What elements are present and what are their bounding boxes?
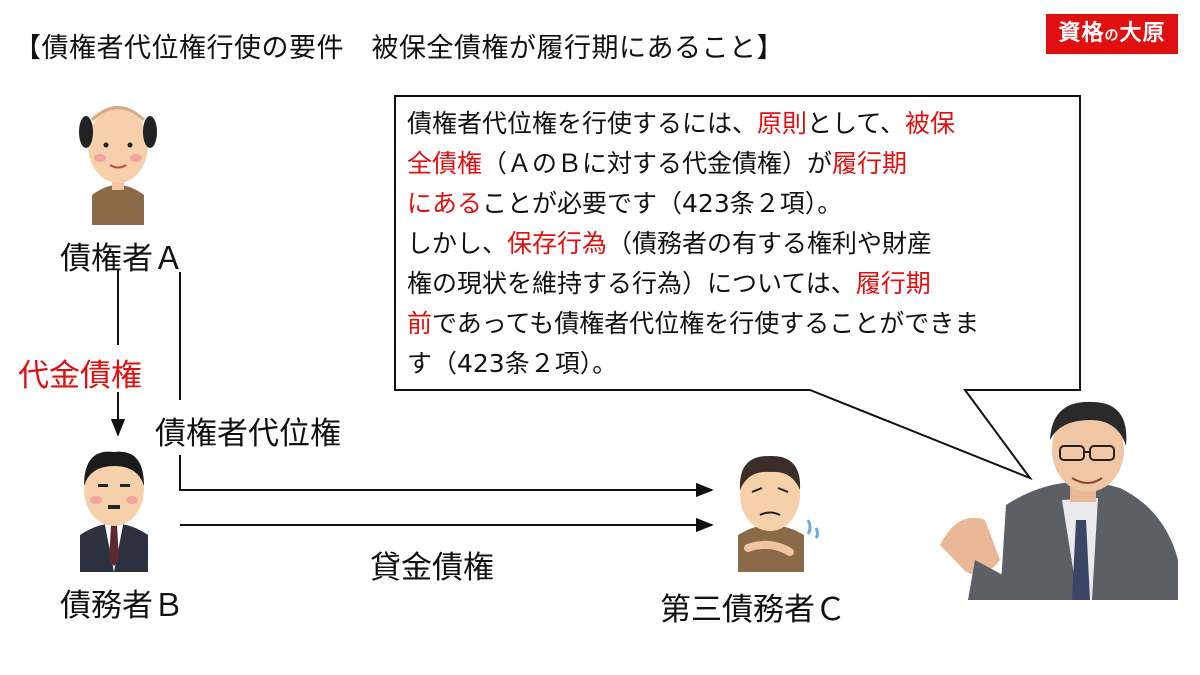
brand-logo: 資格の大原 bbox=[1046, 14, 1178, 54]
logo-text-main-2: 大原 bbox=[1119, 21, 1166, 46]
text-segment: す（423条２項）。 bbox=[407, 349, 618, 378]
highlight-before-due: 前 bbox=[407, 309, 433, 338]
text-segment: （ＡのＢに対する代金債権）が bbox=[482, 149, 833, 178]
explanation-line-2: 全債権（ＡのＢに対する代金債権）が履行期 bbox=[407, 144, 1057, 184]
explanation-text: 債権者代位権を行使するには、原則として、被保 全債権（ＡのＢに対する代金債権）が… bbox=[407, 104, 1057, 384]
label-loan-claim: 貸金債権 bbox=[370, 550, 494, 586]
label-third-debtor-c: 第三債務者Ｃ bbox=[660, 592, 846, 628]
third-debtor-c-illustration bbox=[738, 455, 819, 572]
speech-bubble bbox=[394, 95, 1081, 481]
arrow-subrogation-to-c bbox=[179, 455, 714, 498]
explanation-line-1: 債権者代位権を行使するには、原則として、被保 bbox=[407, 104, 1057, 144]
logo-text-main-1: 資格 bbox=[1058, 21, 1105, 46]
instructor-photo bbox=[940, 401, 1178, 600]
text-segment: （債務者の有する権利や財産 bbox=[607, 229, 933, 258]
logo-text-small: の bbox=[1104, 28, 1120, 44]
text-segment: 権の現状を維持する行為）については、 bbox=[407, 269, 856, 298]
debtor-b-illustration bbox=[80, 451, 148, 572]
text-segment: であっても債権者代位権を行使することができま bbox=[432, 309, 980, 338]
text-segment: 債権者代位権を行使するには、 bbox=[407, 109, 758, 138]
highlight-due-date: にある bbox=[407, 189, 483, 218]
text-segment: ことが必要です（423条２項）。 bbox=[482, 189, 843, 218]
highlight-secured-claim: 全債権 bbox=[407, 149, 483, 178]
explanation-line-6: 前であっても債権者代位権を行使することができま bbox=[407, 304, 1057, 344]
highlight-before-due: 履行期 bbox=[855, 269, 931, 298]
highlight-principle: 原則 bbox=[757, 109, 808, 138]
highlight-preservation-act: 保存行為 bbox=[507, 229, 608, 258]
label-subrogation-right: 債権者代位権 bbox=[155, 416, 341, 452]
explanation-line-3: にあることが必要です（423条２項）。 bbox=[407, 184, 1057, 224]
text-segment: として、 bbox=[807, 109, 906, 138]
creditor-a-illustration bbox=[79, 106, 157, 225]
page-title: 【債権者代位権行使の要件 被保全債権が履行期にあること】 bbox=[14, 33, 784, 64]
highlight-due-date: 履行期 bbox=[832, 149, 908, 178]
explanation-line-7: す（423条２項）。 bbox=[407, 344, 1057, 384]
highlight-secured-claim: 被保 bbox=[905, 109, 956, 138]
text-segment: しかし、 bbox=[407, 229, 508, 258]
explanation-line-5: 権の現状を維持する行為）については、履行期 bbox=[407, 264, 1057, 304]
label-creditor-a: 債権者Ａ bbox=[60, 241, 184, 277]
explanation-line-4: しかし、保存行為（債務者の有する権利や財産 bbox=[407, 224, 1057, 264]
label-debtor-b: 債務者Ｂ bbox=[60, 588, 184, 624]
label-claim: 代金債権 bbox=[18, 358, 142, 394]
